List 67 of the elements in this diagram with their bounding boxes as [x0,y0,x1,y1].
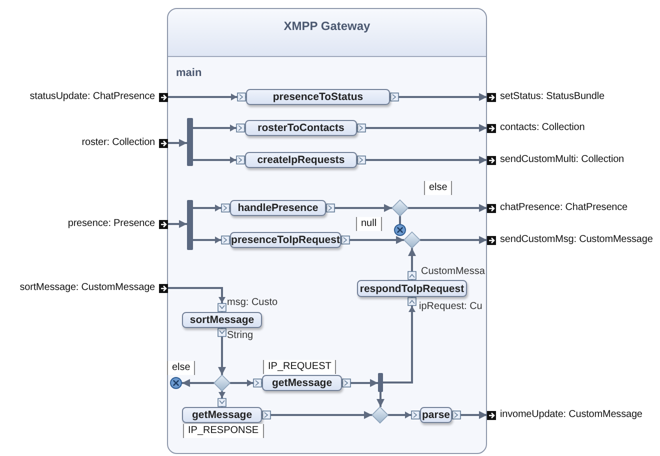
arrow [218,328,226,375]
fork-bar [187,200,193,250]
arrow [193,204,230,212]
decision-diamond [392,200,408,216]
task-box: rosterToContacts [245,120,357,136]
arrow [357,156,487,164]
decision-diamond [372,407,388,423]
task-box: getMessage [182,407,262,423]
arrow [420,236,487,244]
arrow [452,410,487,420]
input-port-label: sortMessage: CustomMessage [20,281,155,295]
input-port-label: presence: Presence [68,217,155,231]
output-port-label: setStatus: StatusBundle [500,90,604,104]
arrow [168,220,187,228]
edge-label: null [356,217,382,231]
task-box: presenceToStatus [246,89,390,105]
arrow [168,287,226,312]
task-box: createIpRequests [245,152,357,168]
edge-label: else [424,181,452,195]
output-port-label: chatPresence: ChatPresence [500,201,628,215]
task-box: handlePresence [230,200,326,216]
arrow [193,236,230,244]
arrow [383,297,416,384]
port-label: CustomMessa [421,266,485,277]
input-port-label: roster: Collection [82,136,155,150]
task-box: getMessage [262,375,342,391]
decision-diamond [404,232,420,248]
task-box: presenceToIpRequest [230,232,341,248]
arrow [388,410,420,420]
arrow [168,92,246,102]
arrow [193,156,245,164]
output-port-label: sendCustomMsg: CustomMessage [500,233,653,247]
fork-bar [187,118,193,166]
arrow [357,124,487,132]
group-container [167,8,487,454]
arrow [230,378,262,388]
output-port-label: invomeUpdate: CustomMessage [500,408,642,422]
arrow [218,391,226,407]
edge-label: IP_REQUEST [263,360,336,374]
port-label: ipRequest: Cu [419,301,482,312]
section-heading: main [176,67,202,79]
input-port-label: statusUpdate: ChatPresence [30,90,155,104]
port-label: String [227,330,254,341]
arrow [341,236,404,244]
edge-label: else [167,361,196,375]
fork-bar [378,373,383,392]
output-port-label: sendCustomMulti: Collection [500,153,624,167]
arrow [408,248,416,280]
terminate-symbol [394,224,406,236]
edge-label: IP_RESPONSE [183,424,264,438]
arrow [326,204,392,212]
arrow [262,410,372,420]
output-port-label: contacts: Collection [500,121,585,135]
container-title: XMPP Gateway [282,19,372,33]
arrow [342,378,378,388]
terminate-symbol [170,377,182,389]
arrow [376,392,384,407]
task-box: parse [420,407,452,423]
port-label: msg: Custo [227,297,278,308]
task-box: sortMessage [182,312,262,328]
arrow [193,124,245,132]
arrow [408,204,487,212]
arrow [182,379,214,387]
arrow [168,139,187,147]
arrow [390,92,487,102]
decision-diamond [214,375,230,391]
task-box: respondToIpRequest [357,280,467,297]
